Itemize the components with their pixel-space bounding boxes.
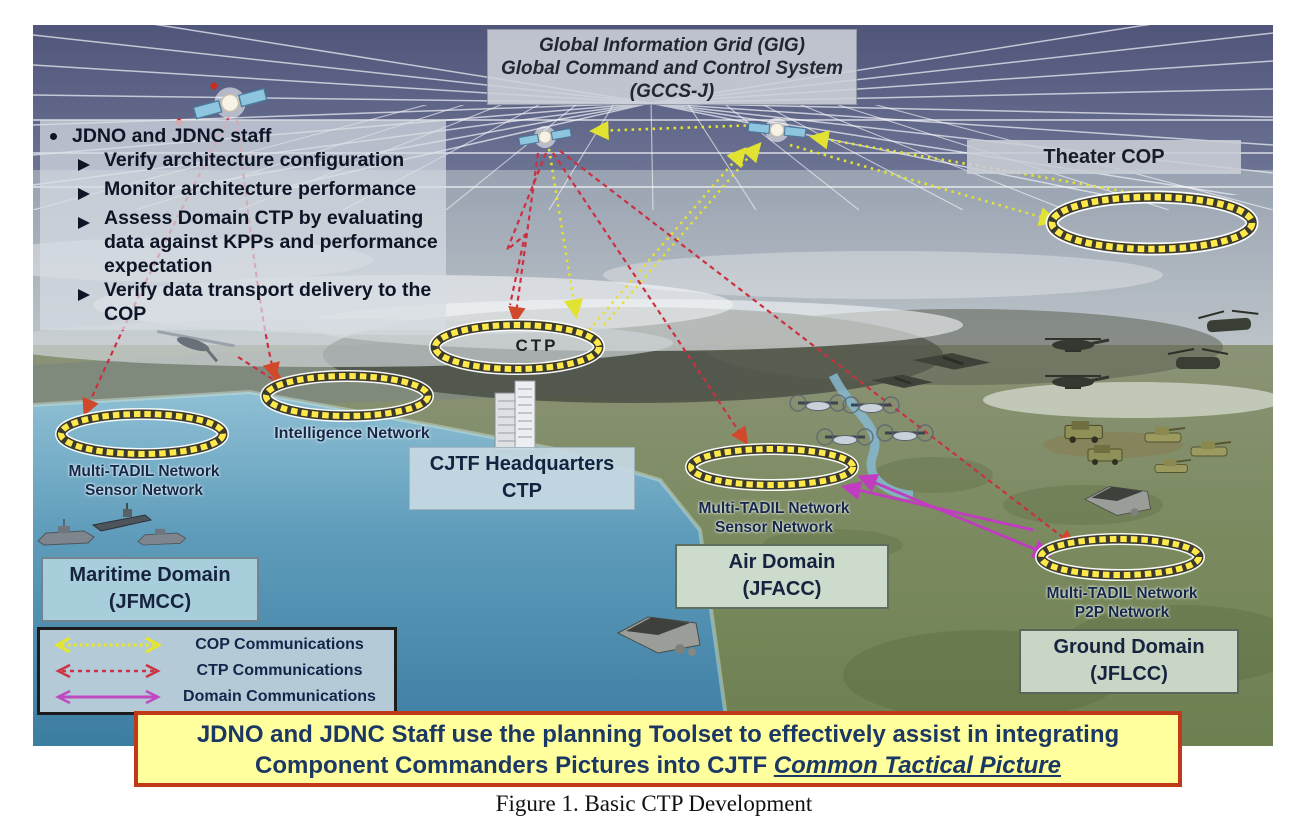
gig-line1: Global Information Grid (GIG) [539,35,805,56]
satellite-icon [747,117,807,143]
bullet-dot-icon [50,124,72,148]
legend-box: COP Communications CTP Communications Do… [37,627,397,715]
apache-helicopter-icon [1045,375,1110,389]
theater-cop-label: Theater COP [967,140,1241,174]
tank-icon [1144,427,1186,443]
maritime-domain-box: Maritime Domain (JFMCC) [41,557,259,622]
staff-notes-box: JDNO and JDNC staff Verify architecture … [40,120,446,330]
banner-line1: JDNO and JDNC Staff use the planning Too… [196,721,1120,748]
uav-icon [157,329,235,363]
staff-note-item: Monitor architecture performance [78,177,440,206]
chinook-helicopter-icon [1198,309,1259,333]
ground-domain-box: Ground Domain (JFLCC) [1019,629,1239,694]
gig-banner: Global Information Grid (GIG) Global Com… [487,29,857,105]
air-tadil-label: Multi-TADIL Network Sensor Network [688,499,860,537]
satellite-icon [192,87,268,120]
intelligence-network-label: Intelligence Network [274,425,430,442]
maritime-tadil-ring [55,408,229,460]
gig-line3: (GCCS-J) [629,81,715,102]
staff-note-item: Verify data transport delivery to the CO… [78,278,440,326]
label-line: Multi-TADIL Network [1046,585,1198,602]
staff-note-text: Monitor architecture performance [104,178,417,200]
bunker-icon [616,616,701,656]
satellite-icon [518,126,572,148]
tank-icon [1190,441,1232,457]
label-line: Multi-TADIL Network [68,463,220,480]
ctp-ring [429,319,605,375]
staff-notes-title-row: JDNO and JDNC staff [50,124,440,148]
maritime-domain-line2: (JFMCC) [108,591,192,613]
intelligence-network-ring [260,370,434,422]
cop-arrow-icon [53,636,163,654]
arrow-bullet-icon [78,148,104,177]
legend-label: COP Communications [195,636,364,654]
osprey-icon [816,428,874,446]
arrow-bullet-icon [78,206,104,278]
staff-note-text: Assess Domain CTP by evaluating data aga… [104,207,438,277]
maritime-tadil-label: Multi-TADIL Network Sensor Network [48,462,240,500]
label-line: Sensor Network [714,519,833,536]
air-domain-line2: (JFACC) [742,578,822,600]
banner-line2-emphasis: Common Tactical Picture [773,752,1061,779]
apache-helicopter-icon [1045,338,1110,352]
ground-domain-line1: Ground Domain [1053,636,1205,658]
ctp-arrow-icon [55,663,161,679]
cloud [983,382,1273,418]
domain-arrow-icon [55,689,161,704]
legend-row-ctp: CTP Communications [46,659,388,684]
aircraft-carrier-icon [91,503,153,532]
cloud [603,251,1163,299]
staff-note-item: Assess Domain CTP by evaluating data aga… [78,206,440,278]
legend-label: Domain Communications [183,687,376,705]
ground-domain-line2: (JFLCC) [1090,663,1168,685]
air-domain-line1: Air Domain [728,551,836,573]
label-line: P2P Network [1074,604,1170,621]
humvee-icon [1087,445,1123,465]
legend-row-domain: Domain Communications [46,684,388,709]
summary-banner: JDNO and JDNC Staff use the planning Too… [134,711,1182,787]
chinook-helicopter-icon [1167,348,1229,369]
legend-label: CTP Communications [196,662,363,679]
bunker-icon [1084,486,1152,517]
fighter-jet-icon [870,374,934,388]
maritime-domain-line1: Maritime Domain [69,564,231,586]
ground-tadil-ring [1035,533,1205,581]
humvee-icon [1064,421,1103,443]
banner-line2: Component Commanders Pictures into CJTF … [138,750,1178,781]
fighter-jet-icon [912,353,991,370]
staff-note-item: Verify architecture configuration [78,148,440,177]
destroyer-icon [37,519,95,546]
cjtf-line2: CTP [502,480,542,502]
cjtf-headquarters-box: CJTF Headquarters CTP [409,447,635,510]
arrow-bullet-icon [78,177,104,206]
cjtf-line1: CJTF Headquarters [429,453,615,475]
domain-communication-links [841,473,1053,559]
air-tadil-ring [685,443,859,491]
figure-caption: Figure 1. Basic CTP Development [495,791,813,816]
tank-icon [1154,459,1192,473]
arrow-bullet-icon [78,278,104,326]
staff-notes-title: JDNO and JDNC staff [72,125,272,147]
air-domain-box: Air Domain (JFACC) [675,544,889,609]
banner-line2-prefix: Component Commanders Pictures into CJTF [255,752,774,779]
label-line: Sensor Network [84,482,203,499]
gig-line2: Global Command and Control System [500,58,844,79]
ground-tadil-label: Multi-TADIL Network P2P Network [1038,584,1206,622]
destroyer-icon [137,528,187,546]
osprey-icon [876,424,934,442]
label-line: Multi-TADIL Network [698,500,850,517]
osprey-icon [842,396,900,414]
staff-note-text: Verify data transport delivery to the CO… [104,279,432,325]
staff-note-text: Verify architecture configuration [104,149,405,171]
legend-row-cop: COP Communications [46,633,388,658]
theater-cop-ring [1045,190,1259,256]
osprey-icon [789,394,847,412]
ctp-ring-label: CTP [515,336,559,355]
